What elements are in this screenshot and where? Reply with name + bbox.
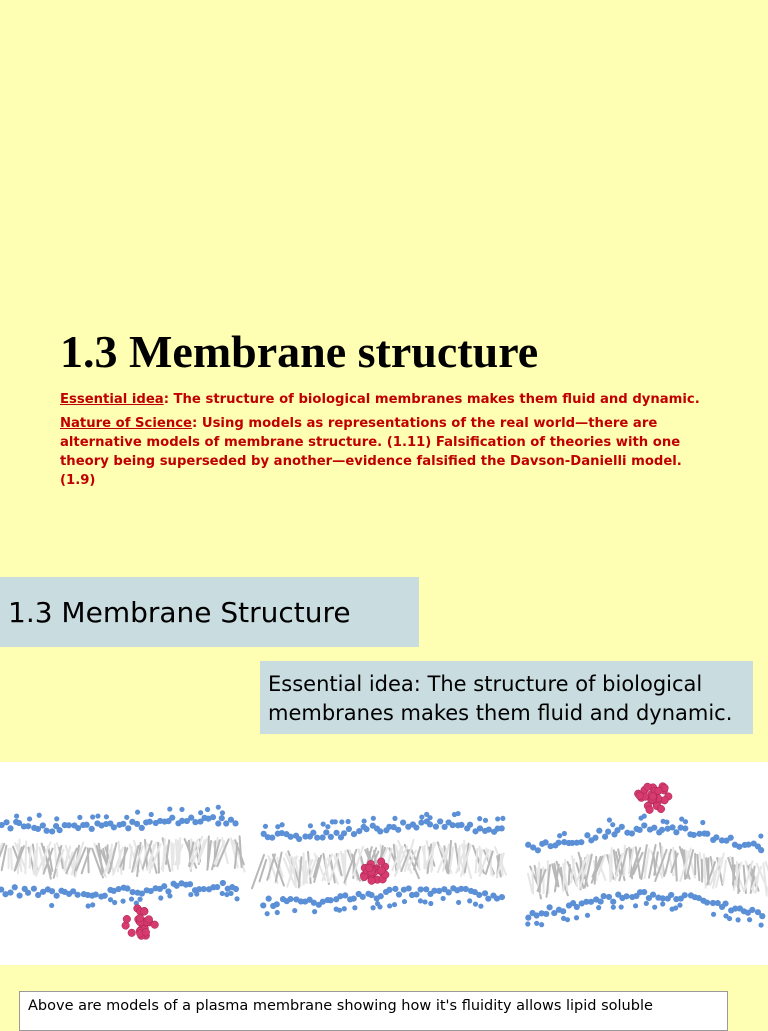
essential-idea-box: Essential idea: The structure of biologi… (260, 661, 753, 734)
membrane-model-3 (525, 783, 768, 928)
learning-objectives: Essential idea: The structure of biologi… (60, 390, 720, 495)
essential-idea-box-text: Essential idea: The structure of biologi… (268, 672, 732, 725)
lipid-soluble-molecule (634, 783, 672, 814)
lipid-soluble-molecule (122, 905, 159, 940)
membrane-model-2 (252, 811, 506, 916)
figure-caption-text: Above are models of a plasma membrane sh… (28, 998, 653, 1014)
membrane-model-1 (0, 805, 245, 940)
section-banner: 1.3 Membrane Structure (0, 577, 419, 647)
membrane-illustration (0, 762, 768, 965)
nature-of-science-label[interactable]: Nature of Science (60, 416, 192, 431)
essential-idea-label[interactable]: Essential idea (60, 392, 164, 407)
nature-of-science-line: Nature of Science: Using models as repre… (60, 414, 720, 490)
page-title: 1.3 Membrane structure (60, 322, 538, 382)
section-banner-title: 1.3 Membrane Structure (8, 596, 351, 629)
membrane-figure (0, 762, 768, 965)
essential-idea-line: Essential idea: The structure of biologi… (60, 390, 720, 409)
figure-caption: Above are models of a plasma membrane sh… (19, 991, 728, 1031)
essential-idea-text: : The structure of biological membranes … (164, 392, 700, 407)
